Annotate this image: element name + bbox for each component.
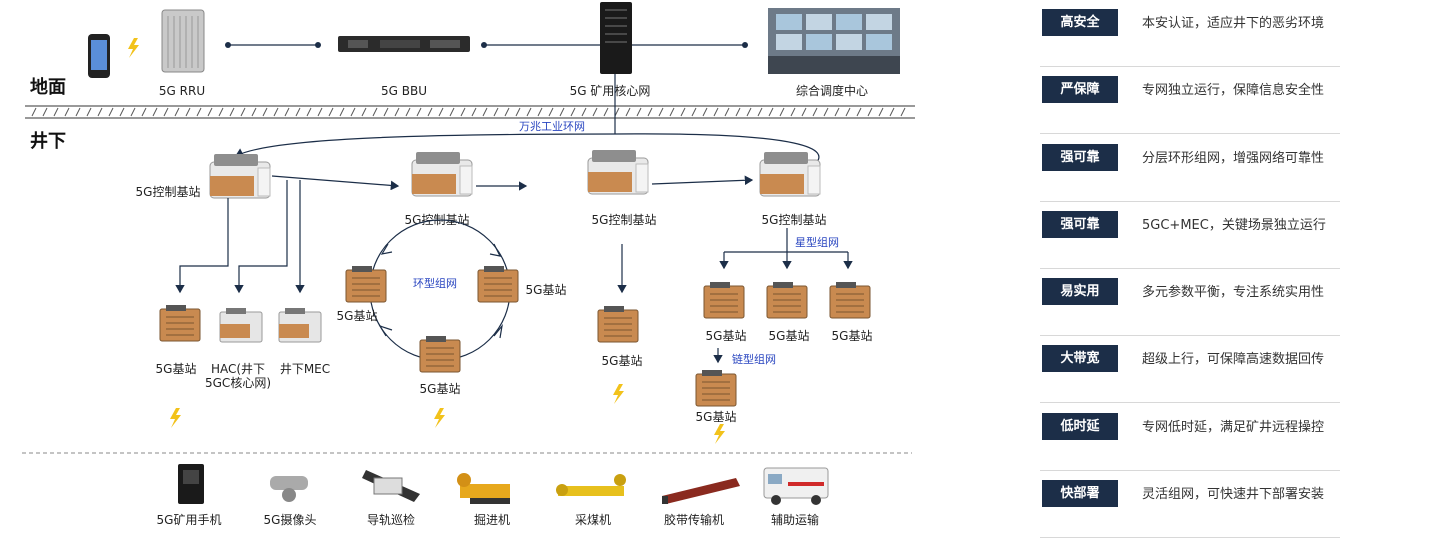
roadheader-icon — [457, 473, 510, 504]
belt-conveyor-icon — [662, 478, 740, 504]
base-station-label: 5G基站 — [337, 309, 378, 323]
base-station-label: 5G基站 — [526, 283, 567, 297]
hac-device-icon — [219, 307, 263, 343]
feature-tag: 快部署 — [1042, 480, 1118, 507]
control-station-icon — [759, 151, 821, 197]
zone-surface-label: 地面 — [30, 76, 66, 98]
base-station-label: 5G基站 — [706, 329, 747, 343]
feature-desc: 专网低时延，满足矿井远程操控 — [1142, 420, 1325, 435]
feature-item: 快部署 灵活组网，可快速井下部署安装 — [1040, 471, 1340, 538]
feature-item: 强可靠 分层环形组网，增强网络可靠性 — [1040, 135, 1340, 202]
terminal-label: 辅助运输 — [771, 512, 819, 527]
base-station-icon — [766, 281, 808, 319]
lightning-icon — [714, 424, 725, 444]
base-station-icon — [695, 369, 737, 407]
feature-item: 严保障 专网独立运行，保障信息安全性 — [1040, 67, 1340, 134]
control-station-icon — [411, 151, 473, 197]
control-station-icon — [587, 149, 649, 195]
chain-network-title: 链型组网 — [732, 352, 776, 366]
mining-phone-icon — [178, 464, 204, 504]
rru-device-icon — [161, 9, 205, 73]
base-station-label: 5G基站 — [420, 382, 461, 396]
dispatch-center-icon — [768, 8, 900, 74]
feature-item: 强可靠 5GC+MEC，关键场景独立运行 — [1040, 202, 1340, 269]
lightning-icon — [613, 384, 624, 404]
feature-desc: 本安认证，适应井下的恶劣环境 — [1142, 16, 1325, 31]
network-diagram: 5G RRU 5G BBU 5G 矿用核心网 综合调度中心 地面 井下 — [22, 2, 915, 527]
ring-label: 万兆工业环网 — [519, 120, 585, 133]
mec-device-icon — [278, 307, 322, 343]
auxiliary-vehicle-icon — [763, 467, 829, 505]
lightning-icon — [128, 38, 139, 58]
feature-desc: 专网独立运行，保障信息安全性 — [1142, 83, 1325, 98]
base-station-label: 5G基站 — [602, 354, 643, 368]
base-station-icon — [345, 265, 387, 303]
lightning-icon — [434, 408, 445, 428]
terminal-label: 胶带传输机 — [664, 512, 724, 527]
feature-tag: 低时延 — [1042, 413, 1118, 440]
feature-item: 低时延 专网低时延，满足矿井远程操控 — [1040, 404, 1340, 471]
bbu-device-icon — [338, 36, 470, 52]
camera-icon — [270, 476, 308, 502]
base-station-label: 5G基站 — [156, 362, 197, 376]
feature-tag: 高安全 — [1042, 9, 1118, 36]
feature-list: 高安全 本安认证，适应井下的恶劣环境 严保障 专网独立运行，保障信息安全性 强可… — [1040, 0, 1340, 545]
base-station-label: 5G基站 — [832, 329, 873, 343]
shearer-icon — [556, 474, 626, 496]
feature-item: 大带宽 超级上行，可保障高速数据回传 — [1040, 336, 1340, 403]
bbu-label: 5G BBU — [381, 84, 427, 98]
feature-tag: 大带宽 — [1042, 345, 1118, 372]
feature-desc: 分层环形组网，增强网络可靠性 — [1142, 151, 1325, 166]
ring-network-title: 环型组网 — [413, 276, 457, 290]
base-station-icon — [477, 265, 519, 303]
feature-tag: 强可靠 — [1042, 211, 1118, 238]
terminal-label: 5G矿用手机 — [157, 513, 222, 527]
base-station-label: 5G基站 — [769, 329, 810, 343]
feature-tag: 严保障 — [1042, 76, 1118, 103]
feature-item: 高安全 本安认证，适应井下的恶劣环境 — [1040, 0, 1340, 67]
feature-item: 易实用 多元参数平衡，专注系统实用性 — [1040, 269, 1340, 336]
core-label: 5G 矿用核心网 — [570, 84, 651, 98]
base-station-icon — [703, 281, 745, 319]
base-station-icon — [829, 281, 871, 319]
feature-tag: 易实用 — [1042, 278, 1118, 305]
zone-underground-label: 井下 — [30, 130, 66, 152]
feature-desc: 5GC+MEC，关键场景独立运行 — [1142, 218, 1326, 233]
dispatch-label: 综合调度中心 — [796, 83, 868, 98]
base-station-icon — [419, 335, 461, 373]
phone-icon — [88, 34, 110, 78]
control-station-label: 5G控制基站 — [136, 185, 201, 199]
control-station-label: 5G控制基站 — [592, 213, 657, 227]
feature-desc: 灵活组网，可快速井下部署安装 — [1142, 487, 1325, 502]
mec-label: 井下MEC — [280, 362, 330, 376]
base-station-icon — [159, 304, 201, 342]
terminal-label: 掘进机 — [474, 512, 510, 527]
lightning-icon — [170, 408, 181, 428]
feature-tag: 强可靠 — [1042, 144, 1118, 171]
rail-inspection-icon — [362, 470, 420, 502]
base-station-label: 5G基站 — [696, 410, 737, 424]
control-station-label: 5G控制基站 — [762, 213, 827, 227]
rru-label: 5G RRU — [159, 84, 205, 98]
ground-divider — [25, 105, 915, 119]
base-station-icon — [597, 305, 639, 343]
terminal-label: 采煤机 — [575, 513, 611, 527]
core-server-icon — [600, 2, 632, 74]
terminal-label: 5G摄像头 — [264, 512, 317, 527]
terminal-label: 导轨巡检 — [367, 512, 415, 527]
star-network-title: 星型组网 — [795, 235, 839, 249]
feature-desc: 超级上行，可保障高速数据回传 — [1142, 352, 1325, 367]
control-station-icon — [209, 153, 271, 199]
feature-desc: 多元参数平衡，专注系统实用性 — [1142, 285, 1325, 300]
